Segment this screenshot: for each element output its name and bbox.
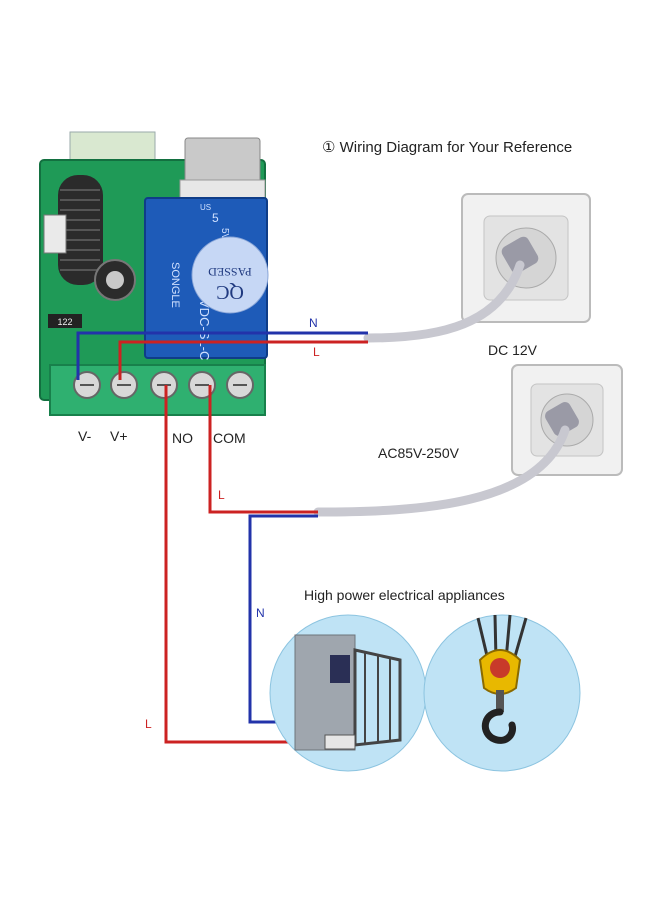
relay-digit: 5 xyxy=(212,211,219,225)
load-live-wire xyxy=(164,385,300,744)
learn-button xyxy=(43,214,67,254)
resistor-label: 122 xyxy=(57,317,72,327)
load-live-label: L xyxy=(145,717,152,731)
crane-hook-appliance-icon xyxy=(423,614,581,772)
dc-power-socket xyxy=(461,193,591,323)
qc-sticker xyxy=(191,236,269,314)
ac-cable xyxy=(313,425,570,517)
ac-power-socket xyxy=(511,364,623,476)
terminal-label-vminus: V- xyxy=(78,428,92,444)
qc-passed-text: PASSED xyxy=(208,265,252,279)
gate-appliance-icon xyxy=(269,614,427,772)
ac-neutral-label: N xyxy=(256,606,265,620)
dc-neutral-wire xyxy=(76,331,368,380)
terminal-block xyxy=(49,364,266,416)
dc-socket-label: DC 12V xyxy=(488,342,538,358)
relay-module: 122 SRD-5VDC-SL-C SONGLE 5VAC 8VDC 5 US … xyxy=(39,131,269,416)
dc-cable xyxy=(363,260,525,343)
coil-antenna xyxy=(58,175,103,285)
dc-live-wire xyxy=(118,340,368,380)
appliances-label: High power electrical appliances xyxy=(304,587,505,603)
ac-neutral-wire xyxy=(248,514,318,724)
dc-neutral-label: N xyxy=(309,316,318,330)
terminal-label-vplus: V+ xyxy=(110,428,128,444)
qc-text: QC xyxy=(216,281,244,303)
dc-live-label: L xyxy=(313,345,320,359)
ac-live-wire xyxy=(208,385,318,514)
resistor xyxy=(48,314,82,328)
ac-socket-label: AC85V-250V xyxy=(378,445,459,461)
diagram-title: ① Wiring Diagram for Your Reference xyxy=(322,139,573,156)
ac-live-label: L xyxy=(218,488,225,502)
relay-brand-text: SONGLE xyxy=(169,262,181,308)
relay-us-mark: US xyxy=(200,203,211,212)
terminal-label-com: COM xyxy=(213,430,246,446)
terminal-label-no: NO xyxy=(172,430,193,446)
